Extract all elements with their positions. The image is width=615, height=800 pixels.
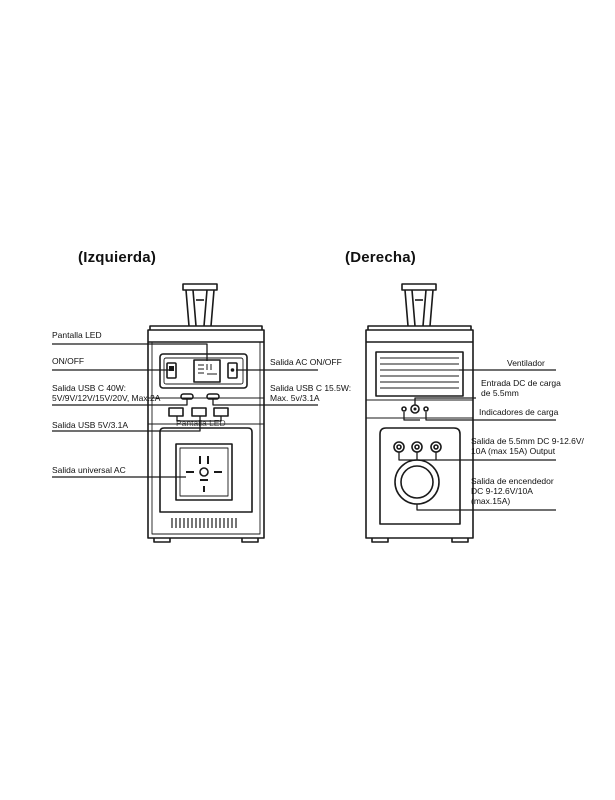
leader-indicators xyxy=(403,412,556,421)
label-lighter: Salida de encendedor DC 9-12.6V/10A (max… xyxy=(471,476,554,506)
fan-grille xyxy=(375,351,464,397)
label-usb-c-15w-line2: Max. 5v/3.1A xyxy=(270,393,320,403)
left-view-heading: (Izquierda) xyxy=(78,249,157,266)
right-device xyxy=(365,283,474,543)
label-usb-c-15w-line1: Salida USB C 15.5W: xyxy=(270,383,352,393)
left-handle xyxy=(182,283,218,327)
dc-output-port-1 xyxy=(393,441,405,453)
left-device xyxy=(147,283,265,543)
label-on-off: ON/OFF xyxy=(52,356,85,366)
right-handle xyxy=(401,283,437,327)
dc-output-port-3 xyxy=(430,441,442,453)
label-dc-input-line2: de 5.5mm xyxy=(481,388,519,398)
leader-usb-5v xyxy=(52,416,222,432)
led-screen xyxy=(193,359,221,383)
label-usb-5v: Salida USB 5V/3.1A xyxy=(52,420,129,430)
left-leader-lines xyxy=(52,343,318,478)
label-usb-c-40w-line2: 5V/9V/12V/15V/20V, Max.2A xyxy=(52,393,161,403)
label-lighter-line1: Salida de encendedor xyxy=(471,476,554,486)
label-usb-c-15w: Salida USB C 15.5W: Max. 5v/3.1A xyxy=(270,383,351,403)
label-pantalla-led: Pantalla LED xyxy=(52,330,102,340)
dc-output-port-2 xyxy=(411,441,423,453)
right-view-heading: (Derecha) xyxy=(345,249,416,266)
usb-a-port-3 xyxy=(213,407,229,417)
label-lighter-line2: DC 9-12.6V/10A xyxy=(471,486,533,496)
dc-output-recess xyxy=(379,427,461,525)
label-dc-output-line1: Salida de 5.5mm DC 9-12.6V/ xyxy=(471,436,584,446)
left-body xyxy=(147,329,265,539)
label-usb-c-40w: Salida USB C 40W: 5V/9V/12V/15V/20V, Max… xyxy=(52,383,160,403)
left-vent-slots xyxy=(171,518,237,528)
charge-indicator-1 xyxy=(401,406,407,412)
ac-outlet-recess xyxy=(159,427,253,513)
label-dc-output-line2: 10A (max 15A) Output xyxy=(471,446,556,456)
label-universal-ac: Salida universal AC xyxy=(52,465,126,475)
usb-a-port-2 xyxy=(191,407,207,417)
leader-usb-c-15w xyxy=(212,398,318,406)
label-pantalla-overlap: Pantalla LED xyxy=(176,418,226,428)
leader-dc-input xyxy=(414,397,476,405)
leader-usb-c-40w xyxy=(52,398,188,406)
leader-dc-output xyxy=(398,452,556,461)
label-ac-on-off: Salida AC ON/OFF xyxy=(270,357,342,367)
label-ventilador: Ventilador xyxy=(507,358,545,368)
label-indicators: Indicadores de carga xyxy=(479,407,559,417)
left-display-panel xyxy=(159,353,248,389)
label-usb-c-40w-line1: Salida USB C 40W: xyxy=(52,383,127,393)
leader-lighter xyxy=(416,504,556,511)
label-dc-input-line1: Entrada DC de carga xyxy=(481,378,561,388)
label-lighter-line3: (max.15A) xyxy=(471,496,511,506)
right-body xyxy=(365,329,474,539)
right-leader-lines xyxy=(398,369,556,511)
charge-indicator-2 xyxy=(423,406,429,412)
ac-outlet-holes xyxy=(186,456,222,492)
usb-a-port-1 xyxy=(168,407,184,417)
label-dc-input: Entrada DC de carga de 5.5mm xyxy=(481,378,561,398)
label-dc-output: Salida de 5.5mm DC 9-12.6V/ 10A (max 15A… xyxy=(471,436,584,456)
leader-pantalla-led xyxy=(52,343,208,361)
